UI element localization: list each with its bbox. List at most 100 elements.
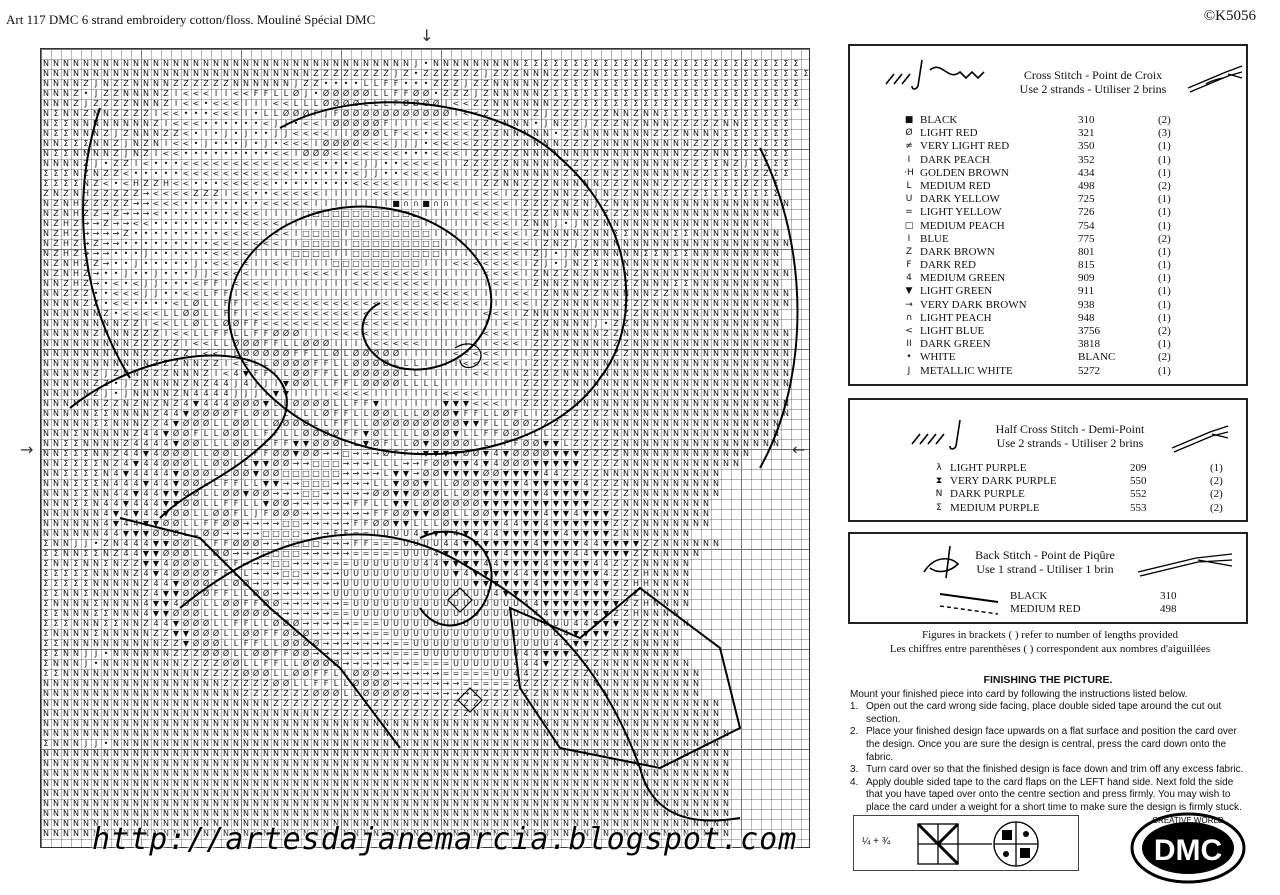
chart-cell: N — [673, 289, 679, 298]
chart-cell: ▼ — [462, 529, 470, 538]
chart-cell: I — [524, 319, 528, 328]
chart-cell: Z — [613, 179, 619, 188]
chart-cell: Ø — [292, 109, 300, 118]
chart-cell: Σ — [753, 69, 759, 78]
chart-cell: F — [343, 529, 349, 538]
chart-cell: < — [152, 309, 160, 318]
chart-cell: Z — [103, 189, 109, 198]
chart-cell: < — [222, 169, 230, 178]
chart-cell: Ø — [352, 139, 360, 148]
chart-cell: J — [554, 219, 558, 228]
chart-cell: N — [733, 289, 739, 298]
chart-cell: ▼ — [572, 529, 580, 538]
chart-cell — [761, 639, 771, 649]
chart-cell: N — [113, 539, 119, 548]
chart-cell: N — [123, 639, 129, 648]
chart-cell — [731, 589, 741, 599]
chart-cell: N — [643, 219, 649, 228]
chart-cell: I — [344, 249, 348, 258]
chart-cell — [731, 489, 741, 499]
chart-cell: N — [123, 649, 129, 658]
chart-cell: N — [683, 489, 689, 498]
chart-cell: Σ — [593, 89, 599, 98]
chart-cell: < — [202, 339, 210, 348]
chart-cell: • — [553, 129, 559, 138]
chart-cell — [691, 639, 701, 649]
chart-cell: ■ — [392, 199, 400, 208]
chart-cell — [791, 309, 801, 319]
chart-cell: ▼ — [542, 549, 550, 558]
chart-cell: N — [733, 399, 739, 408]
chart-cell: I — [414, 399, 418, 408]
chart-cell: N — [63, 589, 69, 598]
chart-cell: ▼ — [252, 469, 260, 478]
chart-cell: ▼ — [392, 469, 400, 478]
chart-cell: N — [633, 179, 639, 188]
chart-cell: N — [703, 389, 709, 398]
chart-cell: N — [653, 619, 659, 628]
chart-cell: N — [573, 179, 579, 188]
chart-cell: → — [232, 549, 240, 558]
chart-cell — [761, 529, 771, 539]
chart-cell: → — [142, 199, 150, 208]
chart-cell: Z — [573, 99, 579, 108]
chart-cell: Z — [533, 109, 539, 118]
chart-cell: Σ — [653, 89, 659, 98]
chart-cell: < — [502, 279, 510, 288]
chart-cell: I — [264, 99, 268, 108]
chart-cell: N — [73, 159, 79, 168]
chart-cell: L — [443, 489, 449, 498]
chart-cell: I — [154, 149, 158, 158]
chart-cell: Ø — [232, 519, 240, 528]
chart-cell: N — [43, 689, 49, 698]
chart-cell: Ø — [472, 499, 480, 508]
chart-cell: • — [423, 139, 429, 148]
chart-cell: < — [472, 209, 480, 218]
chart-cell: Ø — [252, 649, 260, 658]
chart-cell: N — [663, 609, 669, 618]
chart-cell: ▼ — [132, 529, 140, 538]
chart-cell: < — [362, 329, 370, 338]
chart-cell: • — [143, 229, 149, 238]
chart-cell: Z — [583, 159, 589, 168]
chart-cell: U — [463, 639, 469, 648]
chart-cell: N — [103, 459, 109, 468]
chart-cell: Ø — [372, 359, 380, 368]
chart-cell: N — [643, 509, 649, 518]
chart-cell: ▼ — [482, 449, 490, 458]
chart-cell: ▼ — [602, 589, 610, 598]
chart-cell: < — [302, 189, 310, 198]
chart-cell: N — [103, 69, 109, 78]
chart-cell: Ø — [302, 649, 310, 658]
chart-cell: N — [733, 359, 739, 368]
chart-cell: Z — [503, 689, 509, 698]
chart-cell: N — [723, 359, 729, 368]
chart-cell: < — [272, 199, 280, 208]
chart-cell: = — [482, 669, 490, 678]
chart-cell: • — [193, 209, 199, 218]
chart-cell: < — [412, 339, 420, 348]
chart-cell: Z — [473, 99, 479, 108]
chart-cell: → — [332, 569, 340, 578]
chart-cell: < — [372, 179, 380, 188]
chart-cell: N — [743, 289, 749, 298]
chart-cell: I — [534, 299, 538, 308]
chart-cell: N — [633, 149, 639, 158]
chart-cell: N — [683, 679, 689, 688]
chart-cell — [801, 289, 811, 299]
chart-cell: ▼ — [272, 479, 280, 488]
chart-cell: Σ — [63, 579, 69, 588]
chart-cell: N — [143, 359, 149, 368]
chart-cell: L — [213, 429, 219, 438]
chart-cell: Z — [143, 619, 149, 628]
chart-cell: < — [122, 179, 130, 188]
chart-cell: F — [313, 369, 319, 378]
chart-cell: □ — [402, 249, 410, 258]
chart-cell: < — [462, 289, 470, 298]
chart-cell: N — [163, 389, 169, 398]
chart-cell: N — [583, 389, 589, 398]
chart-cell: L — [243, 479, 249, 488]
chart-cell: N — [243, 69, 249, 78]
chart-cell: → — [392, 659, 400, 668]
chart-cell: Ø — [232, 489, 240, 498]
